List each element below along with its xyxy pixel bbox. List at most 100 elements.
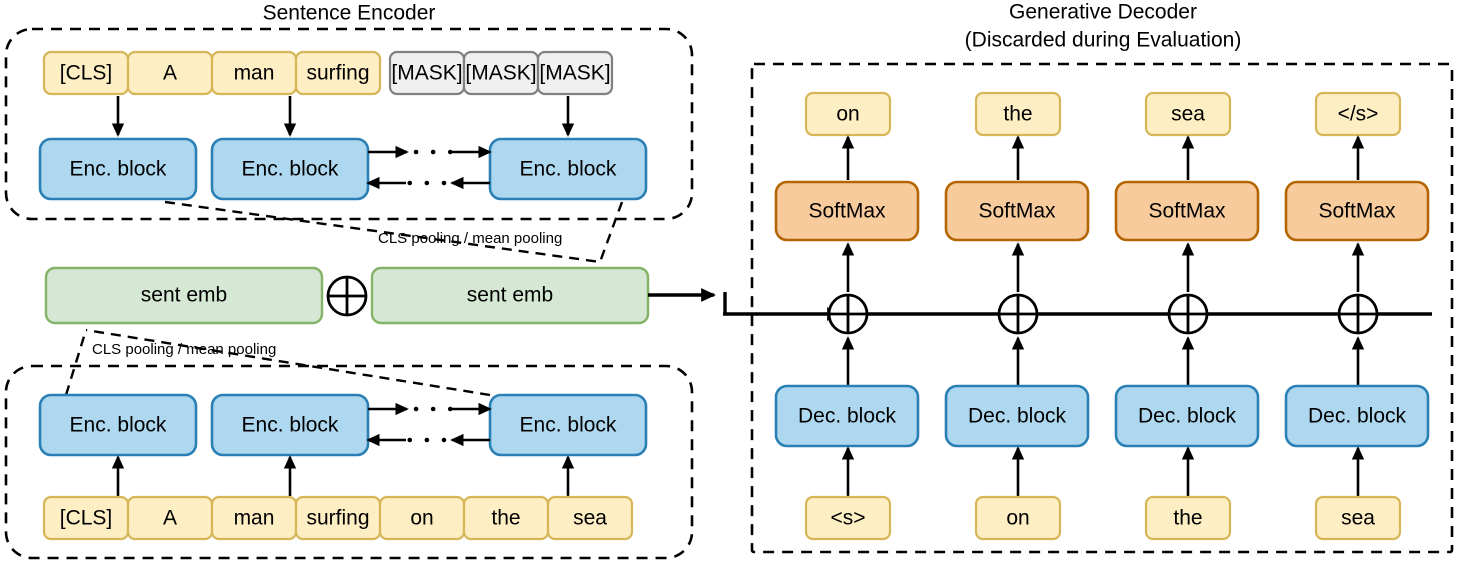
decoder-input-token-2: on <box>974 495 1062 541</box>
token-cls-masked: [CLS] <box>42 50 130 96</box>
token-label: surfing <box>306 62 369 85</box>
oplus-decoder-3 <box>1167 293 1209 335</box>
dec-block-4: Dec. block <box>1284 384 1430 448</box>
softmax-label: SoftMax <box>1148 200 1226 223</box>
token-a-full: A <box>126 495 214 541</box>
token-label: the <box>491 507 520 530</box>
masked-token-row: [CLS] A man surfing [MASK] [MASK] [MASK] <box>42 50 614 96</box>
full-token-row: [CLS] A man surfing on the sea <box>42 495 634 541</box>
decoder-title-line1: Generative Decoder <box>1009 1 1197 24</box>
decoder-output-token-2: the <box>974 91 1062 137</box>
enc-block-label: Enc. block <box>520 414 617 437</box>
enc-block-label: Enc. block <box>242 414 339 437</box>
output-token-label: the <box>1003 103 1032 126</box>
arrow-sentemb-to-decoder <box>648 288 843 321</box>
dec-block-label: Dec. block <box>1138 405 1237 428</box>
sent-emb-left-label: sent emb <box>141 284 227 307</box>
softmax-block-4: SoftMax <box>1284 180 1430 242</box>
softmax-label: SoftMax <box>808 200 886 223</box>
pooling-label-top: CLS pooling / mean pooling <box>378 230 562 247</box>
token-label: on <box>410 507 433 530</box>
decoder-output-token-1: on <box>804 91 892 137</box>
sent-emb-right: sent emb <box>370 266 650 325</box>
decoder-column-4: </s> SoftMax Dec. block sea <box>1284 91 1430 541</box>
token-label: [MASK] <box>539 62 610 85</box>
oplus-decoder-4 <box>1337 293 1379 335</box>
token-mask-2: [MASK] <box>462 50 540 96</box>
encoder-title: Sentence Encoder <box>263 2 436 25</box>
enc-block-label: Enc. block <box>70 414 167 437</box>
pooling-funnel-bottom <box>64 328 491 397</box>
token-mask-3: [MASK] <box>536 50 614 96</box>
generative-decoder-container <box>750 62 1454 554</box>
sent-emb-left: sent emb <box>44 266 324 325</box>
token-man-full: man <box>210 495 298 541</box>
softmax-block-1: SoftMax <box>774 180 920 242</box>
enc-block-bottom-3: Enc. block <box>488 393 648 457</box>
enc-block-bottom-1: Enc. block <box>38 393 198 457</box>
softmax-label: SoftMax <box>1318 200 1396 223</box>
input-token-label: the <box>1173 507 1202 530</box>
input-token-label: on <box>1006 507 1029 530</box>
token-mask-1: [MASK] <box>388 50 466 96</box>
token-label: A <box>163 507 177 530</box>
dec-block-label: Dec. block <box>798 405 897 428</box>
decoder-input-token-1: <s> <box>804 495 892 541</box>
oplus-decoder-2 <box>997 293 1039 335</box>
token-label: man <box>234 62 275 85</box>
masked-enc-blocks: Enc. block Enc. block Enc. block <box>38 137 648 201</box>
decoder-input-token-4: sea <box>1314 495 1402 541</box>
decoder-output-token-3: sea <box>1144 91 1232 137</box>
enc-block-top-3: Enc. block <box>488 137 648 201</box>
decoder-title-line2: (Discarded during Evaluation) <box>965 29 1242 52</box>
token-label: sea <box>573 507 607 530</box>
decoder-output-token-4: </s> <box>1314 91 1402 137</box>
enc-block-label: Enc. block <box>520 158 617 181</box>
enc-block-label: Enc. block <box>242 158 339 181</box>
decoder-input-token-3: the <box>1144 495 1232 541</box>
decoder-column-1: on SoftMax Dec. block <s> <box>774 91 920 541</box>
input-token-label: <s> <box>830 507 865 530</box>
token-label: A <box>163 62 177 85</box>
dec-block-label: Dec. block <box>1308 405 1407 428</box>
token-label: [CLS] <box>60 62 113 85</box>
masked-encoder-container <box>4 27 694 221</box>
softmax-block-2: SoftMax <box>944 180 1090 242</box>
decoder-column-2: the SoftMax Dec. block on <box>944 91 1090 541</box>
softmax-block-3: SoftMax <box>1114 180 1260 242</box>
input-token-label: sea <box>1341 507 1375 530</box>
oplus-decoder-1 <box>827 293 869 335</box>
output-token-label: sea <box>1171 103 1205 126</box>
enc-block-bottom-2: Enc. block <box>210 393 370 457</box>
dec-block-2: Dec. block <box>944 384 1090 448</box>
token-surfing-full: surfing <box>294 495 382 541</box>
softmax-label: SoftMax <box>978 200 1056 223</box>
full-enc-blocks: Enc. block Enc. block Enc. block <box>38 393 648 457</box>
pooling-label-bottom: CLS pooling / mean pooling <box>92 341 276 358</box>
sent-emb-right-label: sent emb <box>467 284 553 307</box>
enc-bidirectional-link-top <box>366 145 492 190</box>
token-label: surfing <box>306 507 369 530</box>
enc-bidirectional-link-bottom <box>366 402 492 447</box>
enc-block-label: Enc. block <box>70 158 167 181</box>
output-token-label: </s> <box>1338 103 1379 126</box>
token-sea-full: sea <box>546 495 634 541</box>
oplus-embeddings <box>326 275 368 317</box>
dec-block-label: Dec. block <box>968 405 1067 428</box>
token-a-masked: A <box>126 50 214 96</box>
pooling-funnel-top <box>164 200 624 264</box>
token-cls-full: [CLS] <box>42 495 130 541</box>
token-on-full: on <box>378 495 466 541</box>
dec-block-1: Dec. block <box>774 384 920 448</box>
enc-block-top-1: Enc. block <box>38 137 198 201</box>
enc-block-top-2: Enc. block <box>210 137 370 201</box>
token-label: [CLS] <box>60 507 113 530</box>
token-label: [MASK] <box>391 62 462 85</box>
decoder-column-3: sea SoftMax Dec. block the <box>1114 91 1260 541</box>
full-encoder-container <box>4 364 694 560</box>
token-label: man <box>234 507 275 530</box>
token-label: [MASK] <box>465 62 536 85</box>
token-surfing-masked: surfing <box>294 50 382 96</box>
output-token-label: on <box>836 103 859 126</box>
